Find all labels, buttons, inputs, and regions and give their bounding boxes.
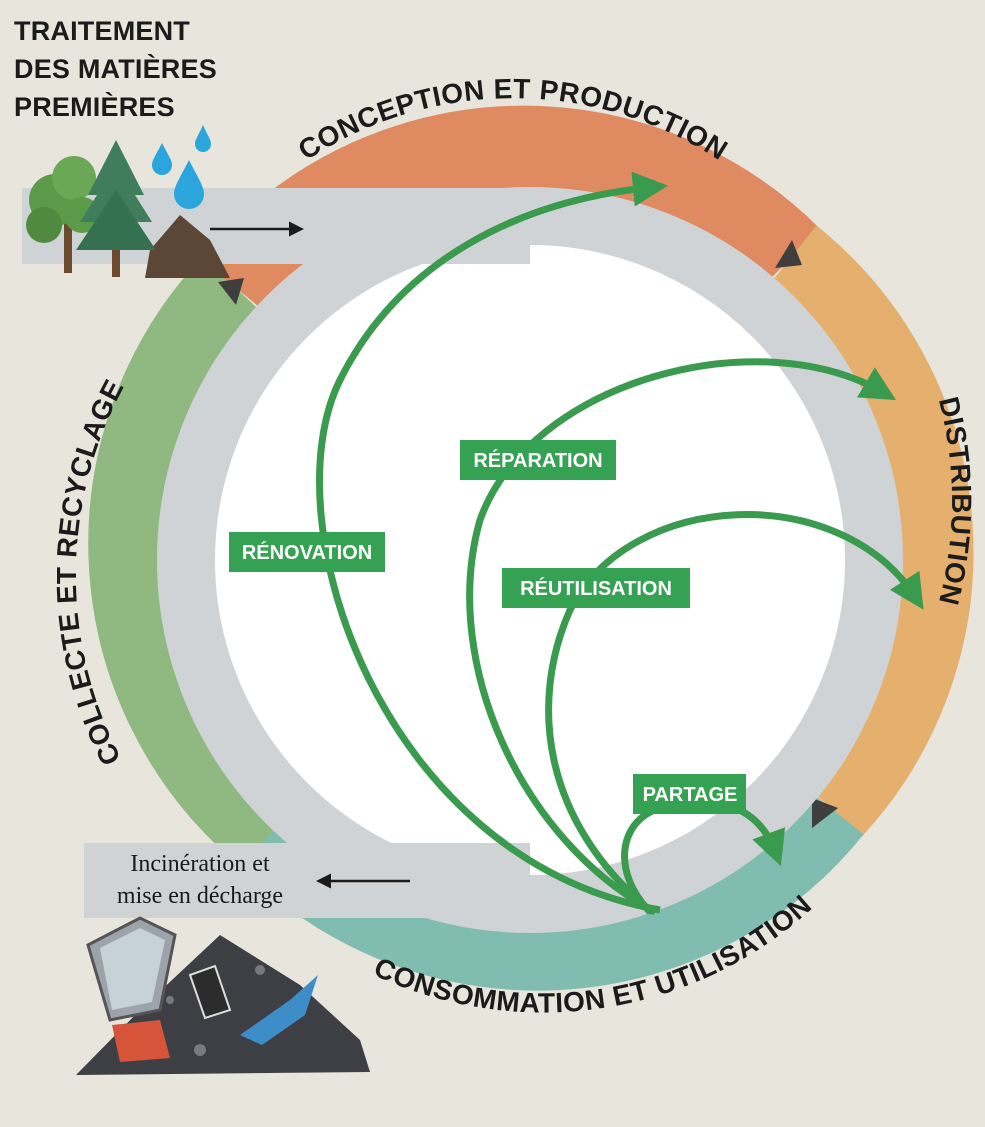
renovation-arrow <box>316 171 668 914</box>
waste-bar <box>84 843 530 918</box>
ring-segment-collecte <box>88 256 301 868</box>
incineration-line: mise en décharge <box>116 883 284 909</box>
incineration-line: Incinération et <box>130 851 270 877</box>
reparation-arrow <box>466 358 897 916</box>
marker-triangle <box>812 798 838 828</box>
tree-icon <box>26 140 230 278</box>
waste-pile-icon <box>76 916 370 1075</box>
stage-markers <box>218 240 838 828</box>
reparation-label: RÉPARATION <box>473 449 602 472</box>
inner-disc <box>188 218 872 902</box>
incineration-label: Incinération et mise en décharge <box>84 848 316 912</box>
title-traitement: TRAITEMENT DES MATIÈRES PREMIÈRES <box>14 12 217 126</box>
ring-segment-distribution <box>758 225 974 837</box>
reutilisation-label: RÉUTILISATION <box>520 577 672 600</box>
marker-triangle <box>218 278 244 305</box>
label-partage: PARTAGE <box>633 774 746 814</box>
title-line: PREMIÈRES <box>14 92 175 122</box>
renovation-label: RÉNOVATION <box>242 541 372 564</box>
title-line: DES MATIÈRES <box>14 54 217 84</box>
label-renovation: RÉNOVATION <box>229 532 385 572</box>
water-drop-icon <box>152 125 211 209</box>
title-line: TRAITEMENT <box>14 16 190 46</box>
label-reutilisation: RÉUTILISATION <box>502 568 690 608</box>
marker-triangle <box>775 240 802 268</box>
label-reparation: RÉPARATION <box>460 440 616 480</box>
partage-label: PARTAGE <box>643 784 738 806</box>
